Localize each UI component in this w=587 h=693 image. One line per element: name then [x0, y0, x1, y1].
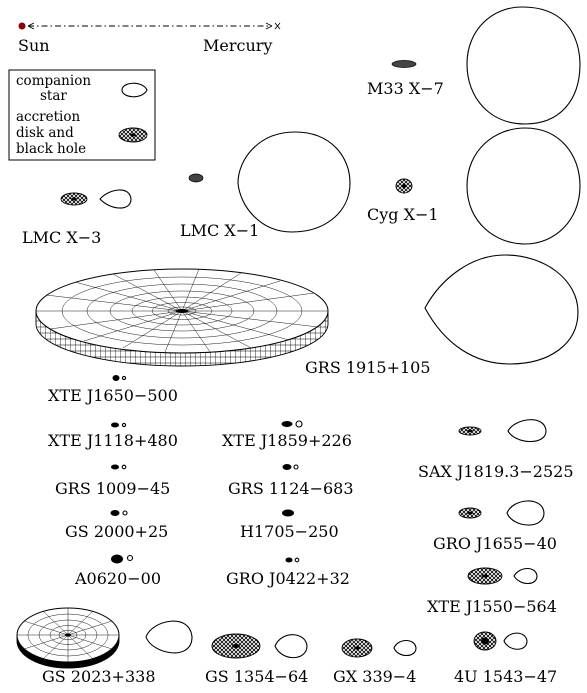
xte-j1550-companion — [513, 567, 538, 585]
legend-companion-line2: star — [40, 88, 67, 104]
gs-2023-companion — [145, 620, 193, 654]
mercury-marker — [274, 22, 281, 30]
cyg-x1: Cyg X−1 — [367, 127, 581, 245]
gro-j0422-companion — [294, 557, 300, 563]
sax-j1819: SAX J1819.3−2525 — [418, 419, 574, 481]
xte-j1550: XTE J1550−564 — [427, 567, 557, 616]
grs-1124-disk — [282, 464, 292, 470]
gs-2023-label: GS 2023+338 — [42, 667, 156, 686]
gro-j0422-label: GRO J0422+32 — [226, 569, 350, 588]
grs-1124: GRS 1124−683 — [228, 464, 354, 498]
a0620: A0620−00 — [74, 554, 161, 588]
gs-2000-label: GS 2000+25 — [65, 522, 168, 541]
grs-1124-companion — [293, 464, 299, 470]
gro-j1655: GRO J1655−40 — [433, 500, 557, 553]
xte-j1859-disk — [281, 421, 293, 427]
xte-j1550-label: XTE J1550−564 — [427, 597, 557, 616]
xte-j1118-label: XTE J1118+480 — [48, 431, 178, 450]
companion-star-icon — [121, 82, 148, 98]
scale-bar: Sun Mercury — [18, 22, 281, 55]
gs-2000-disk — [110, 510, 120, 516]
grs-1009: GRS 1009−45 — [55, 464, 170, 498]
lmc-x1-disk — [188, 173, 204, 183]
grs-1009-companion — [121, 464, 127, 470]
gs-1354: GS 1354−64 — [205, 633, 308, 686]
4u-1543-label: 4U 1543−47 — [454, 667, 557, 686]
sun-label: Sun — [18, 36, 50, 55]
gs-2000-companion — [122, 510, 128, 516]
gx-339: GX 339−4 — [333, 638, 417, 686]
accretion-disk-icon — [118, 127, 148, 143]
legend-disk-line1: accretion — [16, 109, 80, 125]
xte-j1118: XTE J1118+480 — [48, 422, 178, 450]
grs-1915: GRS 1915+105 — [35, 254, 579, 377]
lmc-x1-label: LMC X−1 — [180, 221, 259, 240]
xte-j1650-companion — [121, 375, 127, 381]
h1705-disk — [282, 509, 294, 517]
a0620-label: A0620−00 — [74, 569, 161, 588]
4u-1543-companion — [503, 632, 528, 650]
lmc-x3-label: LMC X−3 — [22, 228, 101, 247]
xte-j1650-label: XTE J1650−500 — [48, 386, 178, 405]
gs-1354-companion — [274, 634, 308, 659]
xte-j1650-disk — [112, 375, 120, 381]
cyg-x1-label: Cyg X−1 — [367, 205, 439, 224]
m33-x7-companion — [466, 6, 581, 125]
gs-2023: GS 2023+338 — [16, 607, 193, 686]
legend-companion-line1: companion — [16, 73, 91, 89]
grs-1009-label: GRS 1009−45 — [55, 479, 170, 498]
legend: companion star accretion disk and black … — [8, 69, 156, 161]
gro-j1655-label: GRO J1655−40 — [433, 534, 557, 553]
xte-j1118-disk — [111, 422, 119, 428]
xte-j1859-companion — [295, 420, 303, 428]
xte-j1650: XTE J1650−500 — [48, 375, 178, 405]
cyg-x1-hole — [401, 184, 407, 188]
gro-j1655-companion — [506, 500, 545, 526]
xte-j1118-companion — [121, 422, 127, 428]
gs-2023-disk — [16, 607, 120, 669]
legend-disk-line2: disk and — [16, 125, 74, 141]
xte-j1859-label: XTE J1859+226 — [222, 431, 352, 450]
mercury-label: Mercury — [203, 36, 272, 55]
m33-x7: M33 X−7 — [367, 6, 581, 125]
h1705-label: H1705−250 — [240, 522, 339, 541]
lmc-x1: LMC X−1 — [180, 131, 351, 240]
gx-339-companion — [393, 639, 417, 657]
sun-marker — [18, 22, 26, 30]
arrow-left-icon — [27, 22, 35, 30]
grs-1124-label: GRS 1124−683 — [228, 479, 354, 498]
sax-j1819-label: SAX J1819.3−2525 — [418, 462, 574, 481]
grs-1915-disk — [35, 268, 329, 367]
cyg-x1-companion — [466, 127, 581, 245]
arrow-right-icon — [265, 22, 273, 30]
m33-x7-label: M33 X−7 — [367, 79, 444, 98]
m33-x7-disk — [391, 60, 417, 68]
gro-j0422-disk — [285, 557, 293, 563]
lmc-x3-hole — [71, 197, 77, 201]
grs-1915-label: GRS 1915+105 — [305, 358, 431, 377]
legend-disk-line3: black hole — [16, 141, 86, 157]
sax-j1819-companion — [507, 419, 547, 443]
h1705: H1705−250 — [240, 509, 339, 541]
lmc-x3: LMC X−3 — [22, 189, 132, 247]
gro-j0422: GRO J0422+32 — [226, 557, 350, 588]
gx-339-label: GX 339−4 — [333, 667, 416, 686]
a0620-companion — [126, 554, 134, 562]
grs-1009-disk — [111, 464, 119, 470]
grs-1915-companion — [424, 254, 579, 365]
4u-1543: 4U 1543−47 — [454, 631, 557, 686]
xte-j1859: XTE J1859+226 — [222, 420, 352, 450]
gs-1354-label: GS 1354−64 — [205, 667, 308, 686]
lmc-x1-companion — [237, 131, 351, 233]
gs-2000: GS 2000+25 — [65, 510, 168, 541]
lmc-x3-companion — [99, 189, 132, 209]
a0620-disk — [111, 554, 123, 564]
